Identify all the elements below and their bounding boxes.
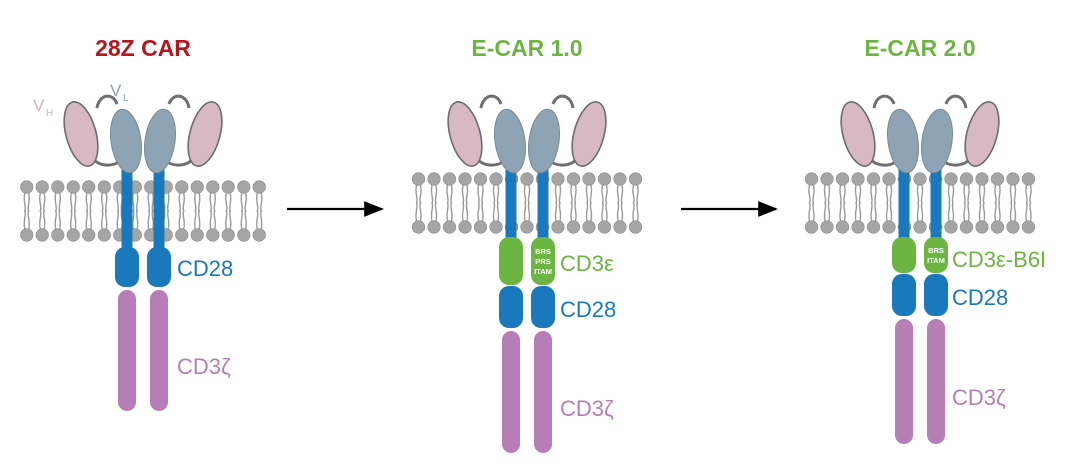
motif-label: BRS [535, 247, 551, 256]
cd3z-domain [150, 290, 168, 411]
motif-label: ITAM [927, 256, 945, 265]
scfv-linker [167, 94, 191, 109]
vl-domain-right [143, 108, 177, 174]
scfv-linker [872, 94, 896, 109]
transmembrane-stalk [505, 166, 517, 239]
scfv-linker [95, 94, 119, 109]
cd3e-domain [924, 237, 948, 273]
panel-title: E-CAR 1.0 [471, 35, 582, 61]
vl-domain-left [493, 108, 527, 174]
cd3e-domain [892, 237, 916, 273]
transmembrane-stalk [930, 166, 942, 239]
vl-label: V [110, 81, 122, 100]
vl-domain-left [109, 108, 143, 174]
vh-domain-left [63, 101, 99, 167]
lipid-bilayer [804, 172, 1036, 234]
cd3z-label: CD3ζ [952, 385, 1006, 410]
cd3z-domain [118, 290, 136, 411]
motif-label: ITAM [534, 267, 552, 276]
scfv-linker [479, 94, 503, 109]
vl-domain-left [886, 108, 920, 174]
receptor-chain-right [531, 166, 555, 453]
cd3z-label: CD3ζ [560, 396, 614, 421]
cd3z-domain [927, 319, 945, 444]
transmembrane-stalk [537, 166, 549, 239]
cd3z-domain [502, 331, 520, 453]
cd28-label: CD28 [952, 285, 1008, 310]
lipid-bilayer [20, 180, 266, 242]
vh-domain-left [840, 101, 876, 167]
motif-label: PRS [535, 257, 550, 266]
transmembrane-stalk [121, 166, 133, 249]
scfv-domains [840, 94, 1000, 174]
cd3e-label: CD3ε [560, 251, 614, 276]
cd28-domain [892, 274, 916, 316]
receptor-chain-right [147, 166, 171, 411]
vh-subscript: H [46, 108, 53, 119]
scfv-linker [551, 94, 575, 109]
cd28-domain [115, 247, 139, 287]
cd28-domain [147, 247, 171, 287]
panel-title: 28Z CAR [95, 35, 191, 61]
scfv-linker [944, 94, 968, 109]
cd3e-label: CD3ε-B6I [952, 247, 1046, 272]
motif-label: BRS [928, 246, 944, 255]
cd28-domain [499, 286, 523, 328]
lipid-bilayer [411, 172, 643, 234]
cd28-label: CD28 [177, 256, 233, 281]
cd28-label: CD28 [560, 297, 616, 322]
cd3e-domain [531, 237, 555, 285]
vh-label: V [33, 96, 45, 115]
cd3e-domain [499, 237, 523, 285]
vl-subscript: L [123, 93, 129, 104]
receptor-chain-left [499, 166, 523, 453]
scfv-domains [447, 94, 607, 174]
transmembrane-stalk [153, 166, 165, 249]
scfv-domains [63, 94, 223, 174]
transmembrane-stalk [898, 166, 910, 239]
receptor-chain-left [892, 166, 916, 444]
cd28-domain [531, 286, 555, 328]
vh-domain-right [571, 101, 607, 167]
receptor-chain-right [924, 166, 948, 444]
cd3z-domain [895, 319, 913, 444]
vh-domain-left [447, 101, 483, 167]
cd28-domain [924, 274, 948, 316]
vh-domain-right [964, 101, 1000, 167]
vl-domain-right [527, 108, 561, 174]
receptor-chain-left [115, 166, 139, 411]
cd3z-domain [534, 331, 552, 453]
panel-title: E-CAR 2.0 [864, 35, 975, 61]
vl-domain-right [920, 108, 954, 174]
cd3z-label: CD3ζ [177, 354, 231, 379]
vh-domain-right [187, 101, 223, 167]
